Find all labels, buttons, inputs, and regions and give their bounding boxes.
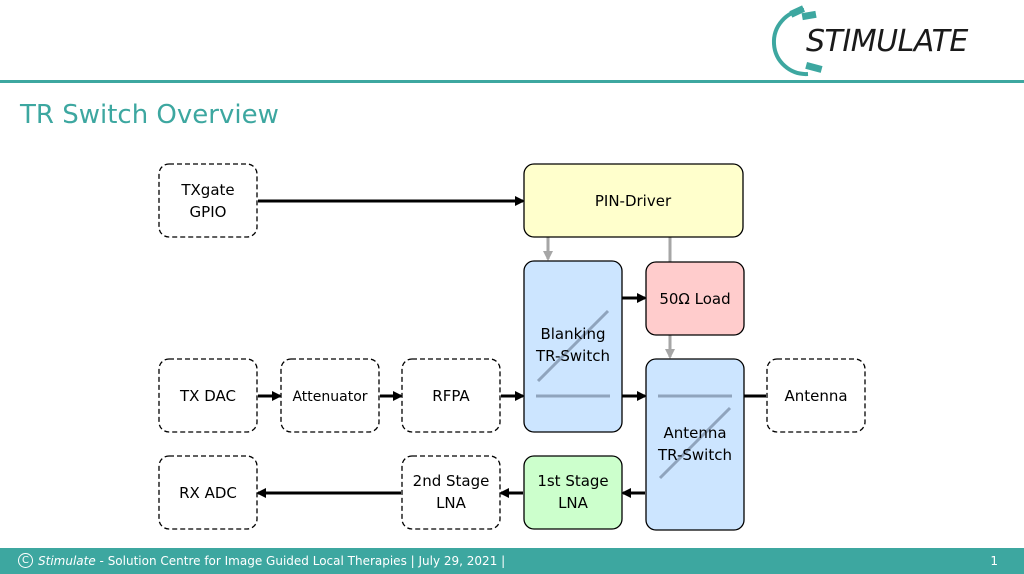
footer-description: - Solution Centre for Image Guided Local… xyxy=(95,554,506,568)
logo-arc-icon xyxy=(772,5,823,77)
block-blanking-tr-switch: Blanking TR-Switch xyxy=(523,260,623,433)
blanking-label-line1: Blanking xyxy=(540,325,605,343)
txgate-label-line1: TXgate xyxy=(180,181,234,199)
footer-bar: C Stimulate - Solution Centre for Image … xyxy=(0,548,1024,574)
block-rx-adc: RX ADC xyxy=(158,455,258,530)
block-antenna: Antenna xyxy=(766,358,866,433)
pin-driver-label: PIN-Driver xyxy=(595,192,672,210)
stimulate-logo: STIMULATE xyxy=(766,2,986,80)
block-antenna-tr-switch: Antenna TR-Switch xyxy=(645,358,745,531)
attenuator-label: Attenuator xyxy=(292,389,367,405)
load-label: 50Ω Load xyxy=(659,290,730,308)
block-rfpa: RFPA xyxy=(401,358,501,433)
logo-text: STIMULATE xyxy=(806,24,968,59)
slide-title: TR Switch Overview xyxy=(20,100,279,130)
tx-dac-label: TX DAC xyxy=(179,387,236,405)
block-1st-stage-lna: 1st Stage LNA xyxy=(523,455,623,530)
rfpa-label: RFPA xyxy=(432,387,470,405)
footer-brand: Stimulate xyxy=(38,554,96,568)
block-pin-driver: PIN-Driver xyxy=(523,163,744,238)
antenna-label: Antenna xyxy=(784,387,847,405)
block-50ohm-load: 50Ω Load xyxy=(645,261,745,336)
blanking-label-line2: TR-Switch xyxy=(535,347,610,365)
antenna-switch-diagonal-line xyxy=(658,406,732,480)
antenna-switch-label-line2: TR-Switch xyxy=(657,446,732,464)
header-rule xyxy=(0,80,1024,83)
block-txgate-gpio: TXgate GPIO xyxy=(158,163,258,238)
lna1-label-line2: LNA xyxy=(558,494,589,512)
block-2nd-stage-lna: 2nd Stage LNA xyxy=(401,455,501,530)
lna2-label-line2: LNA xyxy=(436,494,467,512)
lna2-label-line1: 2nd Stage xyxy=(413,472,490,490)
antenna-switch-label-line1: Antenna xyxy=(663,424,726,442)
footer-text: Stimulate - Solution Centre for Image Gu… xyxy=(38,554,505,568)
blanking-switch-diagonal-line xyxy=(536,309,610,383)
copyright-icon: C xyxy=(18,553,33,568)
page-number: 1 xyxy=(990,554,998,568)
rx-adc-label: RX ADC xyxy=(179,484,237,502)
txgate-label-line2: GPIO xyxy=(190,203,227,221)
block-tx-dac: TX DAC xyxy=(158,358,258,433)
connections xyxy=(256,196,766,498)
block-attenuator: Attenuator xyxy=(280,358,380,433)
lna1-label-line1: 1st Stage xyxy=(537,472,608,490)
